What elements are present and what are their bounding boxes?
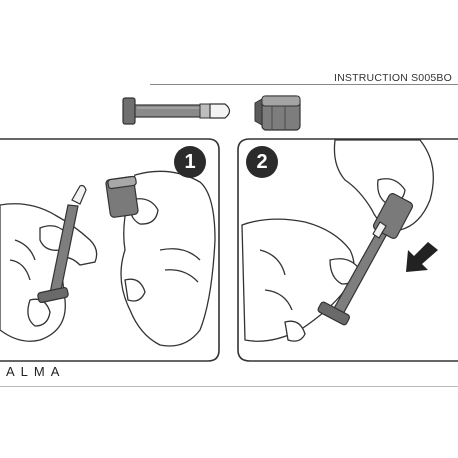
arrow-down-left-icon: [406, 242, 438, 272]
step-1-badge: 1: [174, 146, 206, 178]
instruction-title: INSTRUCTION S005BO: [334, 72, 452, 84]
logo-wordmark: ALMA: [6, 364, 65, 379]
alma-logo: ALMA: [6, 364, 65, 379]
bolt-in-hand-icon: [37, 184, 87, 304]
bottom-divider: [0, 386, 458, 387]
step-2-badge: 2: [246, 146, 278, 178]
nut-in-hand-icon: [105, 175, 139, 218]
right-hand-illustration: [120, 170, 216, 347]
assembled-bolt-icon: [317, 193, 414, 326]
bolt-pin-icon: [122, 97, 231, 125]
barrel-nut-icon: [254, 95, 301, 131]
title-divider: [150, 84, 458, 85]
